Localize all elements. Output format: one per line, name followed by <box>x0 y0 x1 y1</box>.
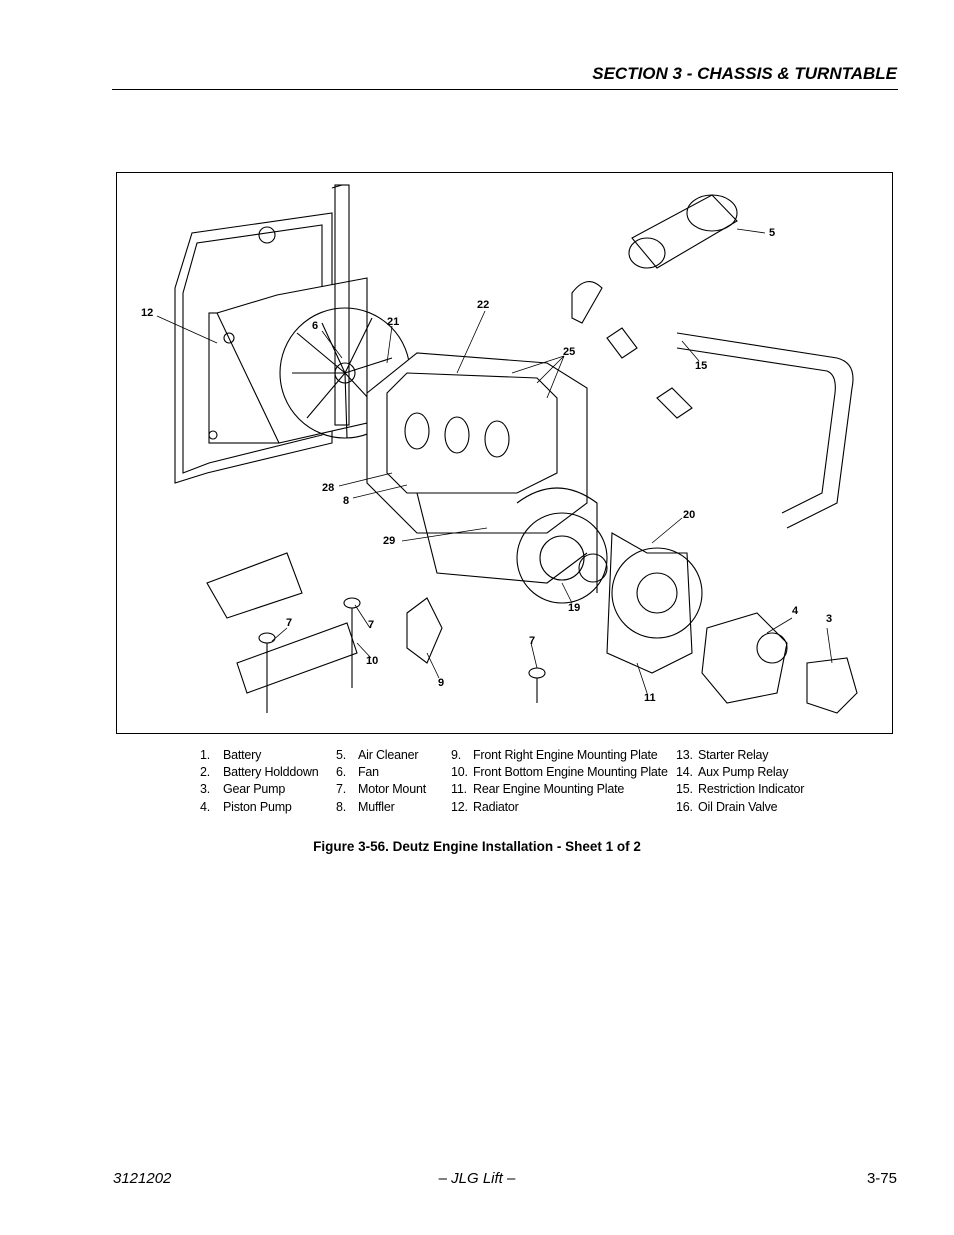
legend-item: 4. Piston Pump <box>200 799 318 816</box>
radiator-drawing <box>174 184 368 484</box>
legend-num: 6. <box>336 765 347 780</box>
pumps-drawing <box>701 612 858 714</box>
legend-num: 10. <box>451 765 468 780</box>
legend-item: 1. Battery <box>200 747 318 764</box>
callout-label: 25 <box>563 346 576 358</box>
legend-column-4: 13. Starter Relay 14. Aux Pump Relay 15. Re… <box>676 747 804 816</box>
callout-label: 7 <box>286 617 293 629</box>
legend-num: 15. <box>676 782 693 797</box>
legend-label: Restriction Indicator <box>698 782 805 797</box>
callout-label: 20 <box>683 509 696 521</box>
exhaust-pipe-drawing <box>676 332 854 529</box>
legend-label: Radiator <box>473 799 519 814</box>
callout-label: 8 <box>343 495 350 507</box>
legend-label: Muffler <box>358 799 395 814</box>
figure-frame: 5 12 22 21 6 25 15 28 8 20 29 4 3 7 7 10… <box>116 172 893 734</box>
legend-label: Starter Relay <box>698 748 769 762</box>
callout-label: 9 <box>438 677 445 689</box>
legend-label: Motor Mount <box>358 782 426 797</box>
callout-label: 7 <box>368 619 375 631</box>
callout-label: 12 <box>141 307 154 319</box>
callout-label: 11 <box>644 692 656 704</box>
legend-item: 13. Starter Relay <box>676 747 804 764</box>
legend-num: 4. <box>200 799 211 814</box>
legend-item: 5. Air Cleaner <box>336 747 426 764</box>
legend-item: 3. Gear Pump <box>200 781 318 798</box>
legend-column-3: 9. Front Right Engine Mounting Plate 10. F… <box>451 747 668 816</box>
legend-label: Oil Drain Valve <box>698 799 778 814</box>
legend-label: Rear Engine Mounting Plate <box>473 782 625 797</box>
legend-num: 16. <box>676 799 693 814</box>
callout-label: 5 <box>769 227 776 239</box>
figure-caption: Figure 3-56. Deutz Engine Installation -… <box>313 839 641 854</box>
legend-column-2: 5. Air Cleaner 6. Fan 7. Motor Mount 8. Muff… <box>336 747 426 816</box>
legend-item: 7. Motor Mount <box>336 781 426 798</box>
callout-label: 7 <box>529 635 536 647</box>
legend-num: 5. <box>336 748 347 762</box>
callout-label: 21 <box>387 316 400 328</box>
callout-label: 3 <box>826 613 833 625</box>
legend-label: Battery Holddown <box>223 765 319 780</box>
callout-label: 15 <box>695 360 708 372</box>
callout-label: 19 <box>568 602 581 614</box>
legend-num: 1. <box>200 748 211 762</box>
legend-num: 14. <box>676 765 693 780</box>
legend-item: 10. Front Bottom Engine Mounting Plate <box>451 764 668 781</box>
legend-label: Front Bottom Engine Mounting Plate <box>473 765 668 780</box>
section-header: SECTION 3 - CHASSIS & TURNTABLE <box>592 64 897 83</box>
rear-mounting-plate-drawing <box>606 532 703 674</box>
legend-item: 15. Restriction Indicator <box>676 781 804 798</box>
legend-num: 12. <box>451 799 468 814</box>
legend-item: 9. Front Right Engine Mounting Plate <box>451 747 668 764</box>
legend-num: 9. <box>451 748 462 762</box>
legend-item: 12. Radiator <box>451 799 668 816</box>
engine-block-drawing <box>366 352 598 593</box>
motor-mounts-drawing <box>206 552 546 713</box>
footer-page-number: 3-75 <box>866 1170 897 1187</box>
footer-doc-number: 3121202 <box>113 1170 172 1187</box>
legend-label: Front Right Engine Mounting Plate <box>473 748 658 762</box>
legend-label: Fan <box>358 765 379 780</box>
legend-num: 11. <box>451 782 467 797</box>
legend-num: 7. <box>336 782 347 797</box>
engine-exploded-drawing <box>156 184 858 714</box>
callout-label: 22 <box>477 299 490 311</box>
leader-lines <box>156 228 833 694</box>
legend-num: 3. <box>200 782 211 797</box>
legend-label: Piston Pump <box>223 799 292 814</box>
callout-label: 29 <box>383 535 396 547</box>
callout-label: 6 <box>312 320 319 332</box>
callout-label: 28 <box>322 482 335 494</box>
legend-label: Battery <box>223 748 262 762</box>
legend-column-1: 1. Battery 2. Battery Holddown 3. Gear Pump… <box>200 747 319 816</box>
footer-publisher: – JLG Lift – <box>438 1170 516 1187</box>
legend-label: Gear Pump <box>223 782 286 797</box>
legend-item: 6. Fan <box>336 764 426 781</box>
legend-num: 8. <box>336 799 347 814</box>
legend-item: 16. Oil Drain Valve <box>676 799 804 816</box>
legend-item: 8. Muffler <box>336 799 426 816</box>
legend-num: 13. <box>676 748 693 762</box>
flywheel-drawing <box>516 512 608 604</box>
legend-item: 14. Aux Pump Relay <box>676 764 804 781</box>
legend-num: 2. <box>200 765 211 780</box>
header-rule <box>112 89 898 90</box>
legend-label: Aux Pump Relay <box>698 765 789 780</box>
callout-label: 10 <box>366 655 379 667</box>
legend-label: Air Cleaner <box>358 748 419 762</box>
callout-label: 4 <box>792 605 799 617</box>
legend-item: 11. Rear Engine Mounting Plate <box>451 781 668 798</box>
legend-item: 2. Battery Holddown <box>200 764 319 781</box>
air-cleaner-drawing <box>571 194 738 419</box>
